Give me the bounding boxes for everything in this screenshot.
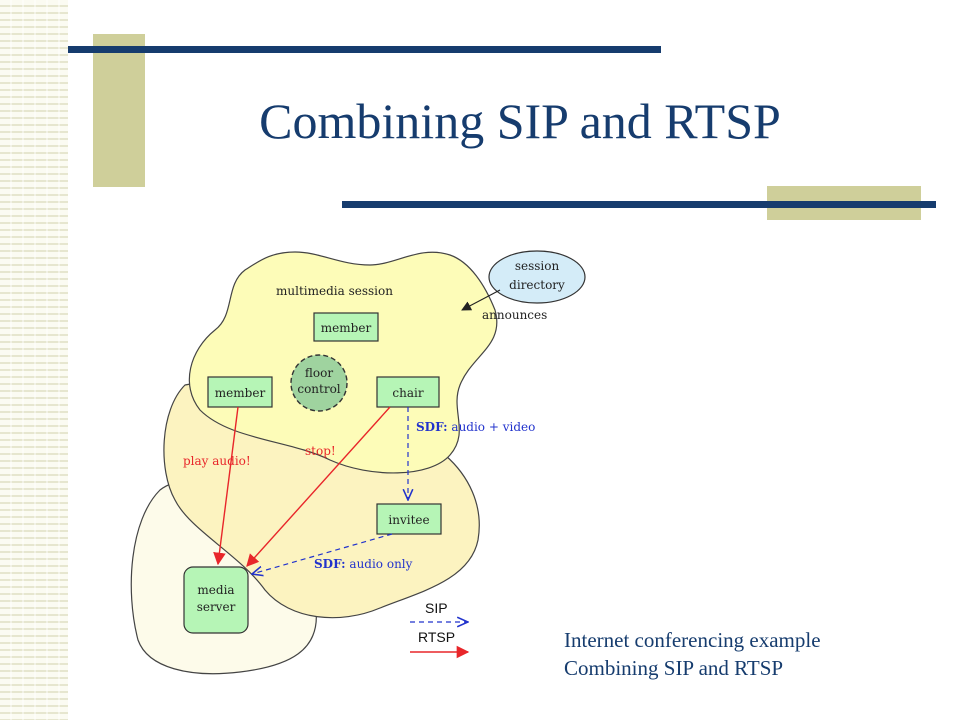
member-left-node	[207, 376, 273, 408]
stop-arrow	[246, 406, 391, 567]
sdf-audio-only-arrow	[252, 533, 393, 574]
member-top-label: member	[321, 321, 372, 335]
chair-label: chair	[392, 386, 423, 400]
multimedia-session-label: multimedia session	[276, 284, 393, 298]
media-server-node	[183, 566, 249, 634]
session-directory-label-1: session	[515, 259, 560, 273]
stop-label: stop!	[305, 444, 336, 458]
media-server-label-2: server	[197, 600, 236, 614]
caption-line-1: Internet conferencing example	[564, 628, 821, 652]
play-audio-label: play audio!	[183, 454, 251, 468]
announces-label: announces	[482, 308, 547, 322]
caption-line-2: Combining SIP and RTSP	[564, 656, 784, 680]
striped-side-border	[0, 0, 68, 720]
floor-control-label-2: control	[297, 382, 340, 396]
legend-sip-label: SIP	[425, 600, 448, 616]
invitee-node	[376, 503, 442, 535]
multimedia-session-region	[188, 251, 498, 474]
sdf-audio-only-label: SDF: audio only	[314, 557, 413, 571]
olive-vertical-bar	[93, 34, 145, 187]
member-top-node	[313, 312, 379, 342]
media-server-label-1: media	[197, 583, 234, 597]
session-directory-label-2: directory	[509, 278, 565, 292]
chair-node	[376, 376, 440, 408]
navy-top-bar	[68, 46, 661, 53]
floor-control-node	[290, 354, 348, 412]
announces-arrow	[461, 289, 501, 311]
legend-rtsp-label: RTSP	[418, 629, 455, 645]
floor-control-label-1: floor	[305, 366, 333, 380]
member-left-label: member	[215, 386, 266, 400]
invitee-label: invitee	[388, 513, 429, 527]
caption: Internet conferencing example Combining …	[564, 626, 821, 682]
sdf-audio-video-label: SDF: audio + video	[416, 420, 535, 434]
navy-bottom-bar	[342, 201, 936, 208]
play-audio-arrow	[213, 406, 239, 566]
page-title: Combining SIP and RTSP	[259, 93, 781, 149]
session-directory-node	[488, 250, 586, 304]
